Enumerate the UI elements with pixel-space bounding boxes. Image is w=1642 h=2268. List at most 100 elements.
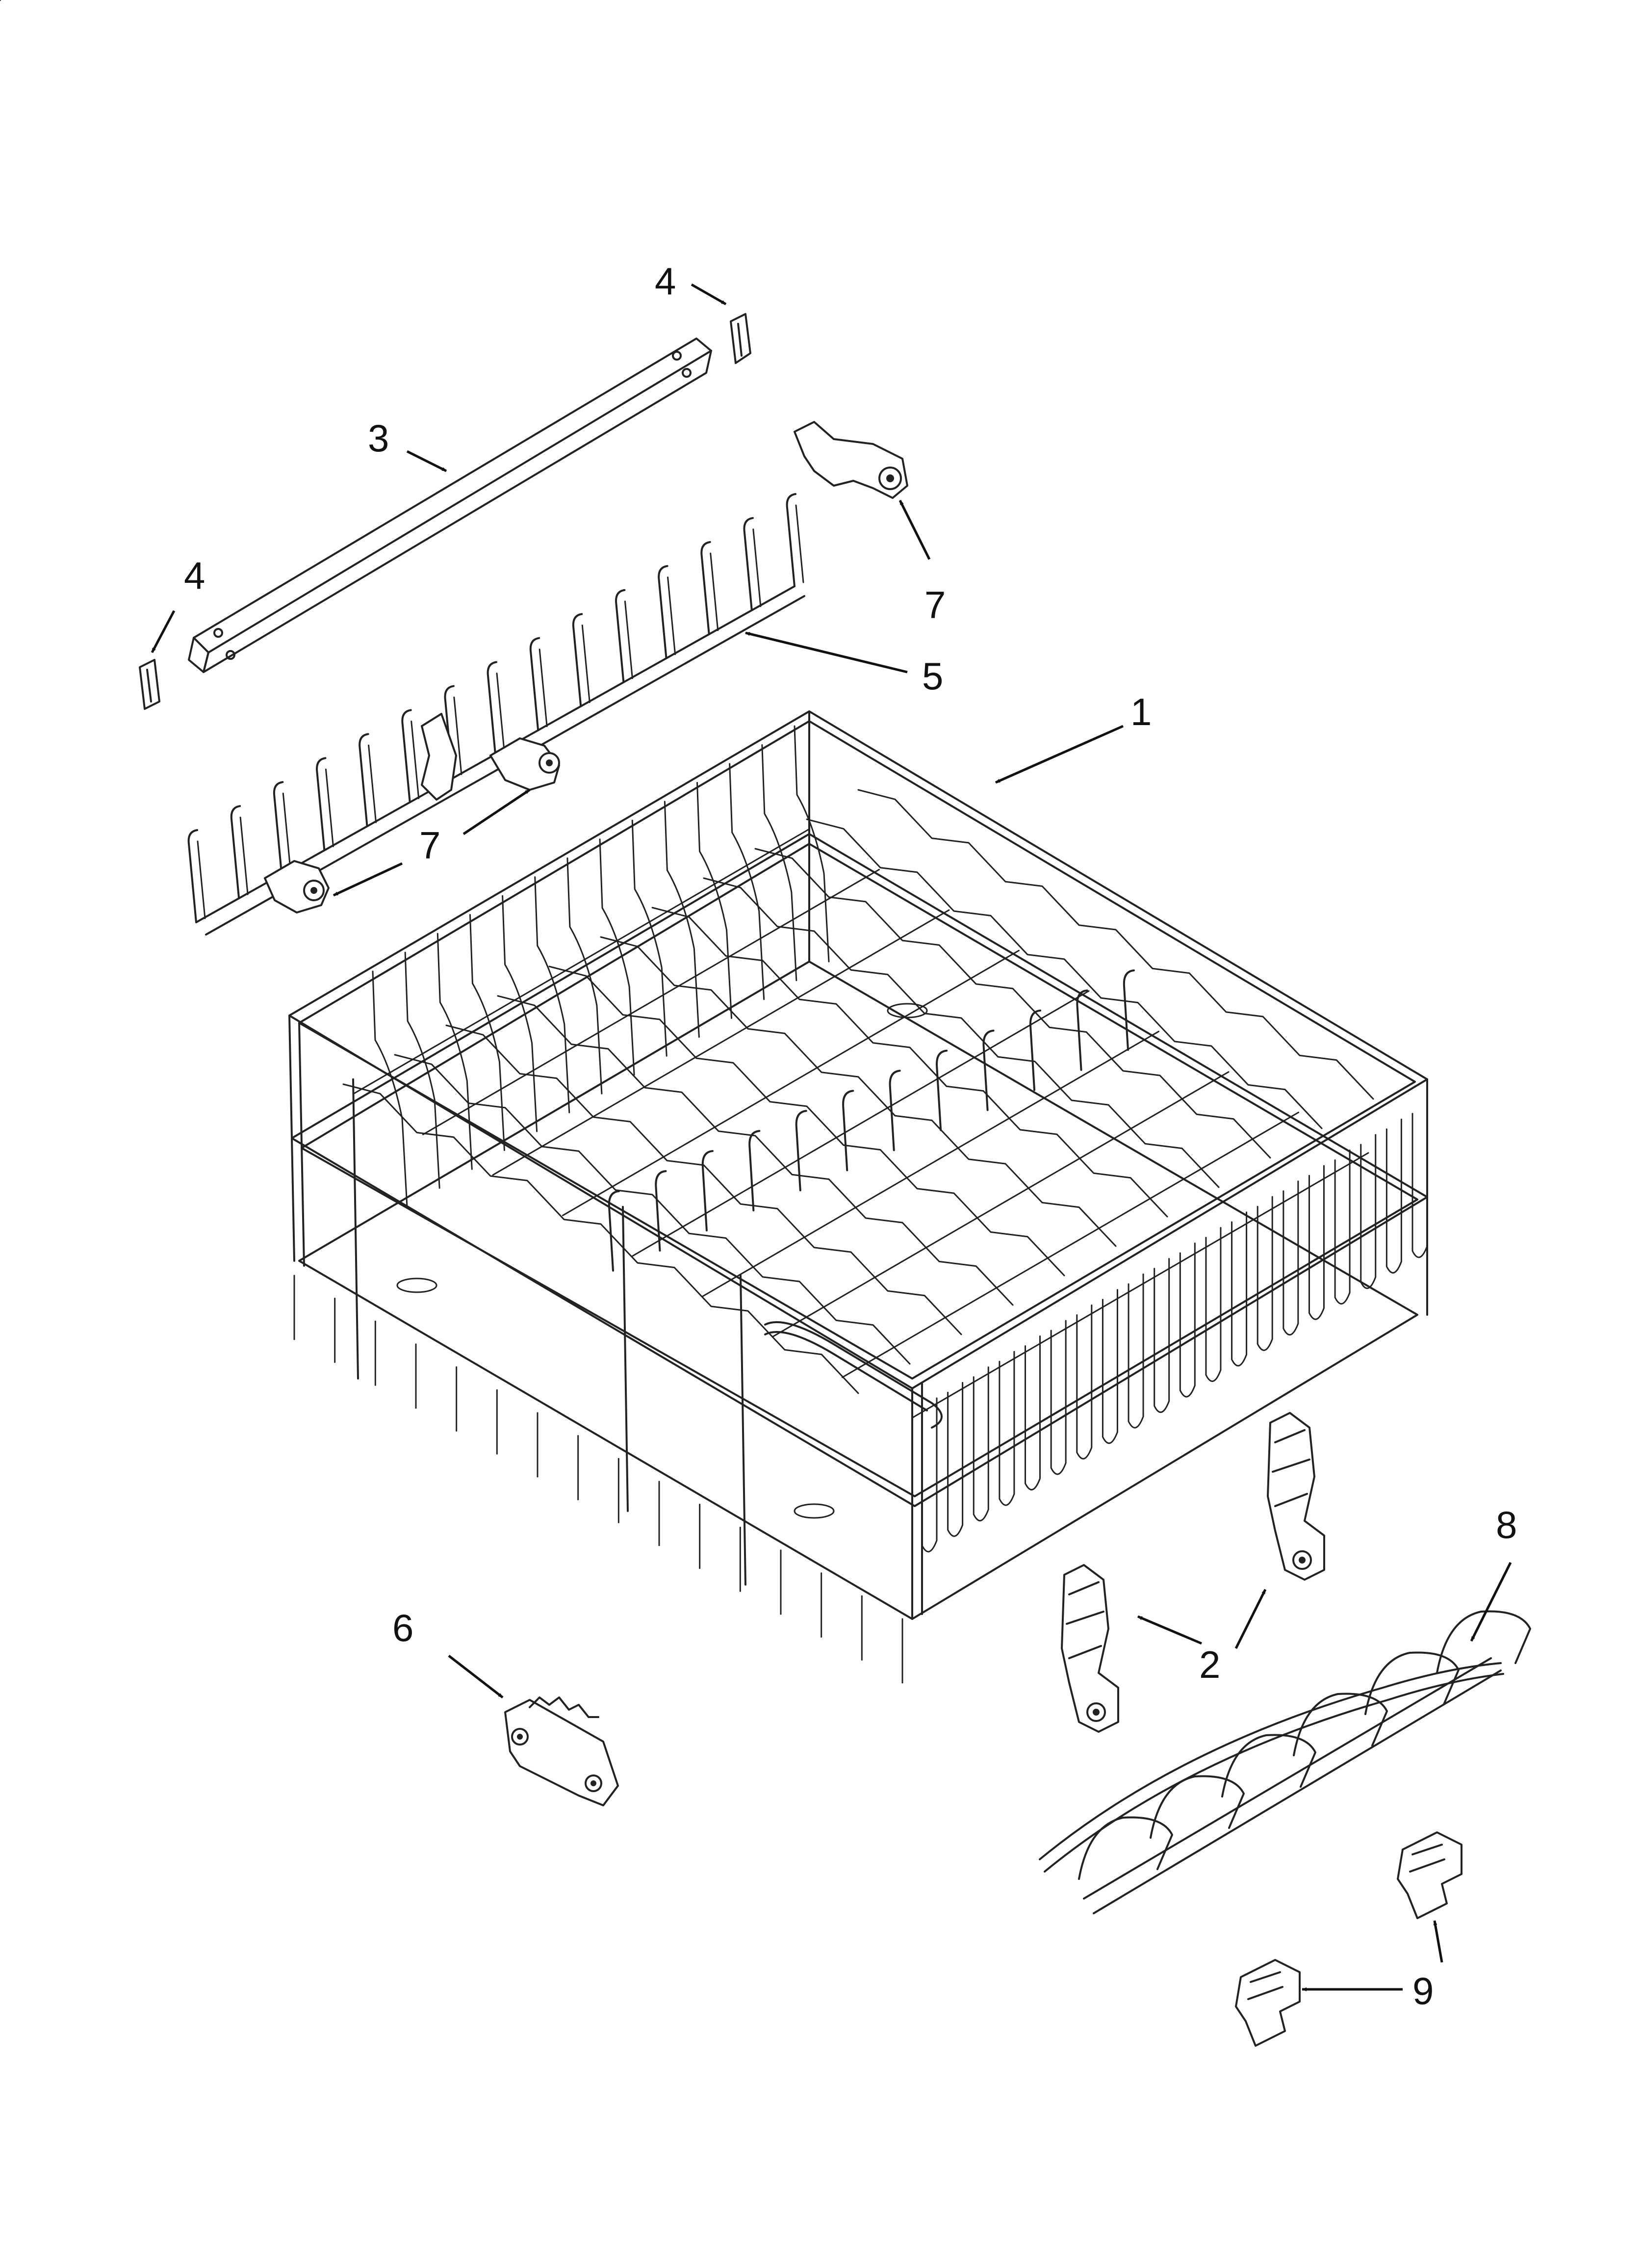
floor-tine: [795, 1110, 807, 1192]
floor-tine: [1123, 969, 1135, 1051]
side-loop: [1411, 1103, 1428, 1258]
tine-wire: [700, 541, 711, 635]
rack-tine: [664, 801, 700, 1038]
floor-cross-wire: [562, 950, 1020, 1216]
leader-3: [406, 450, 447, 472]
side-loop: [1308, 1165, 1325, 1320]
floor-tine: [608, 1190, 620, 1272]
side-loop: [1154, 1258, 1170, 1413]
tine-wire: [316, 757, 327, 852]
floor-tine: [889, 1069, 901, 1151]
shelf-loop: [1150, 1775, 1245, 1839]
floor-tine: [842, 1090, 854, 1172]
tine-wire-inner: [710, 552, 719, 631]
tine-wire: [658, 565, 668, 659]
tine-wire: [615, 589, 626, 683]
tine-wire: [359, 733, 369, 828]
part-8-wire-shelf: [1039, 1610, 1531, 1914]
tine-wire: [401, 709, 412, 804]
rack-tine: [372, 970, 408, 1208]
shelf-loop: [1436, 1610, 1531, 1674]
callout-1: 1: [1130, 690, 1152, 733]
leader-2-left: [1137, 1615, 1202, 1645]
tine-wire-inner: [453, 696, 462, 775]
callout-3: 3: [368, 417, 389, 460]
floor-cross-wire: [422, 869, 880, 1135]
part-9-clip-right: [1397, 1831, 1462, 1919]
side-loop: [1179, 1242, 1196, 1398]
side-loop: [1257, 1196, 1273, 1351]
floor-wire: [342, 1083, 859, 1394]
side-loop: [1231, 1211, 1248, 1367]
tine-wire: [273, 781, 284, 876]
tine-wire: [572, 613, 583, 707]
floor-tine: [1029, 1009, 1042, 1091]
side-loop: [1076, 1304, 1093, 1460]
floor-wire: [394, 1054, 911, 1365]
rack-tine: [696, 782, 733, 1019]
part-4-clip-top: [730, 313, 751, 364]
tine-wire-inner: [496, 673, 505, 751]
floor-cross-wire: [842, 1112, 1299, 1378]
floor-cross-wire: [492, 909, 950, 1176]
leader-lines: [151, 283, 1512, 1991]
rack-tine: [761, 744, 797, 981]
floor-tine: [936, 1049, 948, 1131]
part-1-upper-rack: [288, 710, 1428, 1684]
callout-6: 6: [392, 1606, 413, 1649]
tine-group: [187, 493, 804, 923]
side-loop: [1283, 1180, 1299, 1336]
tine-wire-inner: [239, 816, 249, 895]
floor-tine: [701, 1150, 714, 1232]
floor-cross-wire: [771, 1071, 1230, 1338]
leader-6: [448, 1655, 504, 1698]
rack-tine-wires: [372, 725, 1135, 1272]
leader-1: [995, 725, 1124, 784]
part-2-adjuster-right: [1267, 1412, 1325, 1581]
side-loop: [1128, 1273, 1144, 1429]
rack-tine: [729, 763, 765, 1000]
part-3-rail: [188, 338, 712, 673]
floor-tine: [748, 1130, 761, 1212]
leader-2-right: [1234, 1589, 1267, 1649]
tine-wire-inner: [368, 744, 377, 823]
side-loop: [1050, 1320, 1067, 1475]
leader-5: [745, 631, 908, 674]
floor-wire: [651, 907, 1168, 1218]
callout-4-top: 4: [655, 260, 676, 303]
rack-floor-wires: [342, 789, 1374, 1419]
floor-cross-wire: [632, 990, 1090, 1257]
floor-tine: [655, 1170, 667, 1252]
side-loop: [921, 1397, 938, 1553]
callout-2: 2: [1199, 1643, 1220, 1686]
floor-wire: [600, 936, 1117, 1247]
tine-wire-inner: [624, 600, 633, 679]
tine-wire-inner: [581, 625, 590, 704]
leader-8: [1470, 1562, 1512, 1642]
part-7-clip-middle: [421, 713, 560, 801]
floor-wire: [754, 848, 1271, 1159]
floor-wire: [806, 818, 1323, 1129]
side-loop: [1205, 1227, 1222, 1382]
leader-7-right: [898, 499, 931, 560]
rack-tine: [502, 895, 538, 1132]
part-4-clip-left: [139, 659, 160, 710]
shelf-loop: [1078, 1816, 1173, 1880]
side-loop: [1025, 1335, 1041, 1490]
tine-wire-inner: [410, 720, 420, 799]
floor-cross-wire: [702, 1031, 1159, 1297]
rack-tine: [469, 914, 505, 1151]
tine-wire: [786, 493, 796, 587]
tine-wire-inner: [197, 840, 206, 919]
tine-wire: [529, 637, 540, 731]
tine-wire-inner: [282, 792, 291, 871]
floor-wire: [703, 877, 1220, 1188]
callout-7-left: 7: [419, 824, 440, 867]
leader-9-right: [1433, 1920, 1443, 1963]
tine-wire-inner: [325, 768, 334, 847]
floor-wire: [857, 789, 1374, 1100]
rack-tine: [436, 933, 473, 1170]
side-loop: [1334, 1149, 1351, 1304]
part-2-adjuster-left: [1061, 1564, 1119, 1733]
rack-tine: [599, 838, 635, 1076]
